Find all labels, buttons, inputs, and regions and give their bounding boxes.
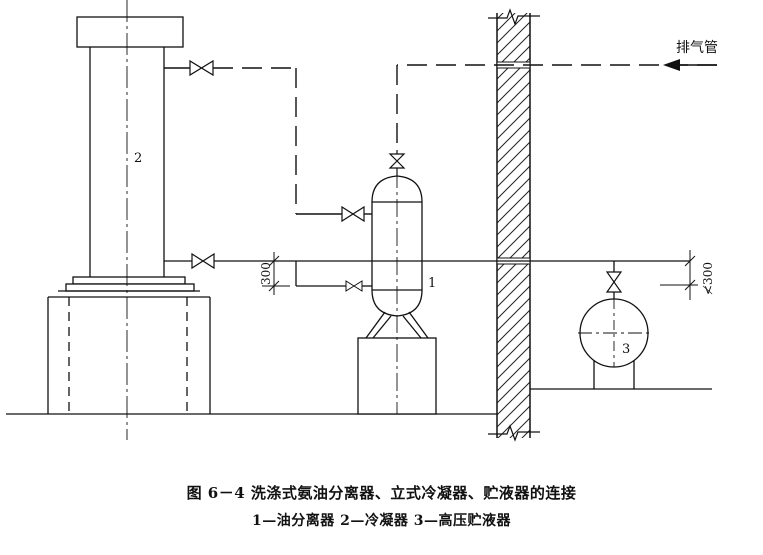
valve-condenser-top bbox=[189, 59, 214, 77]
valve-separator-side bbox=[341, 205, 365, 223]
exhaust-pipe bbox=[396, 64, 717, 150]
figure-caption-title: 图 6－4 洗涤式氨油分离器、立式冷凝器、贮液器的连接 bbox=[186, 484, 577, 502]
tag-receiver: 3 bbox=[622, 342, 630, 357]
dimension-left bbox=[262, 252, 290, 295]
dimension-right bbox=[660, 250, 698, 300]
wall bbox=[488, 8, 540, 442]
dimension-right-label: ≮300 bbox=[701, 262, 715, 295]
valve-condenser-bottom bbox=[191, 252, 215, 270]
figure-caption-legend: 1—油分离器 2—冷凝器 3—高压贮液器 bbox=[252, 513, 511, 529]
condenser-outlet-pipe bbox=[164, 67, 372, 215]
exhaust-label: 排气管 bbox=[676, 40, 718, 56]
dimension-left-label: 300 bbox=[259, 262, 273, 285]
high-pressure-receiver bbox=[530, 298, 712, 390]
tag-condenser: 2 bbox=[134, 151, 142, 166]
vertical-condenser bbox=[47, 16, 211, 414]
valve-separator-bottom bbox=[345, 280, 363, 292]
tag-separator: 1 bbox=[428, 276, 436, 291]
liquid-line bbox=[164, 260, 690, 302]
valve-receiver-inlet bbox=[605, 271, 623, 293]
exhaust-inlet-arrow bbox=[663, 59, 717, 71]
